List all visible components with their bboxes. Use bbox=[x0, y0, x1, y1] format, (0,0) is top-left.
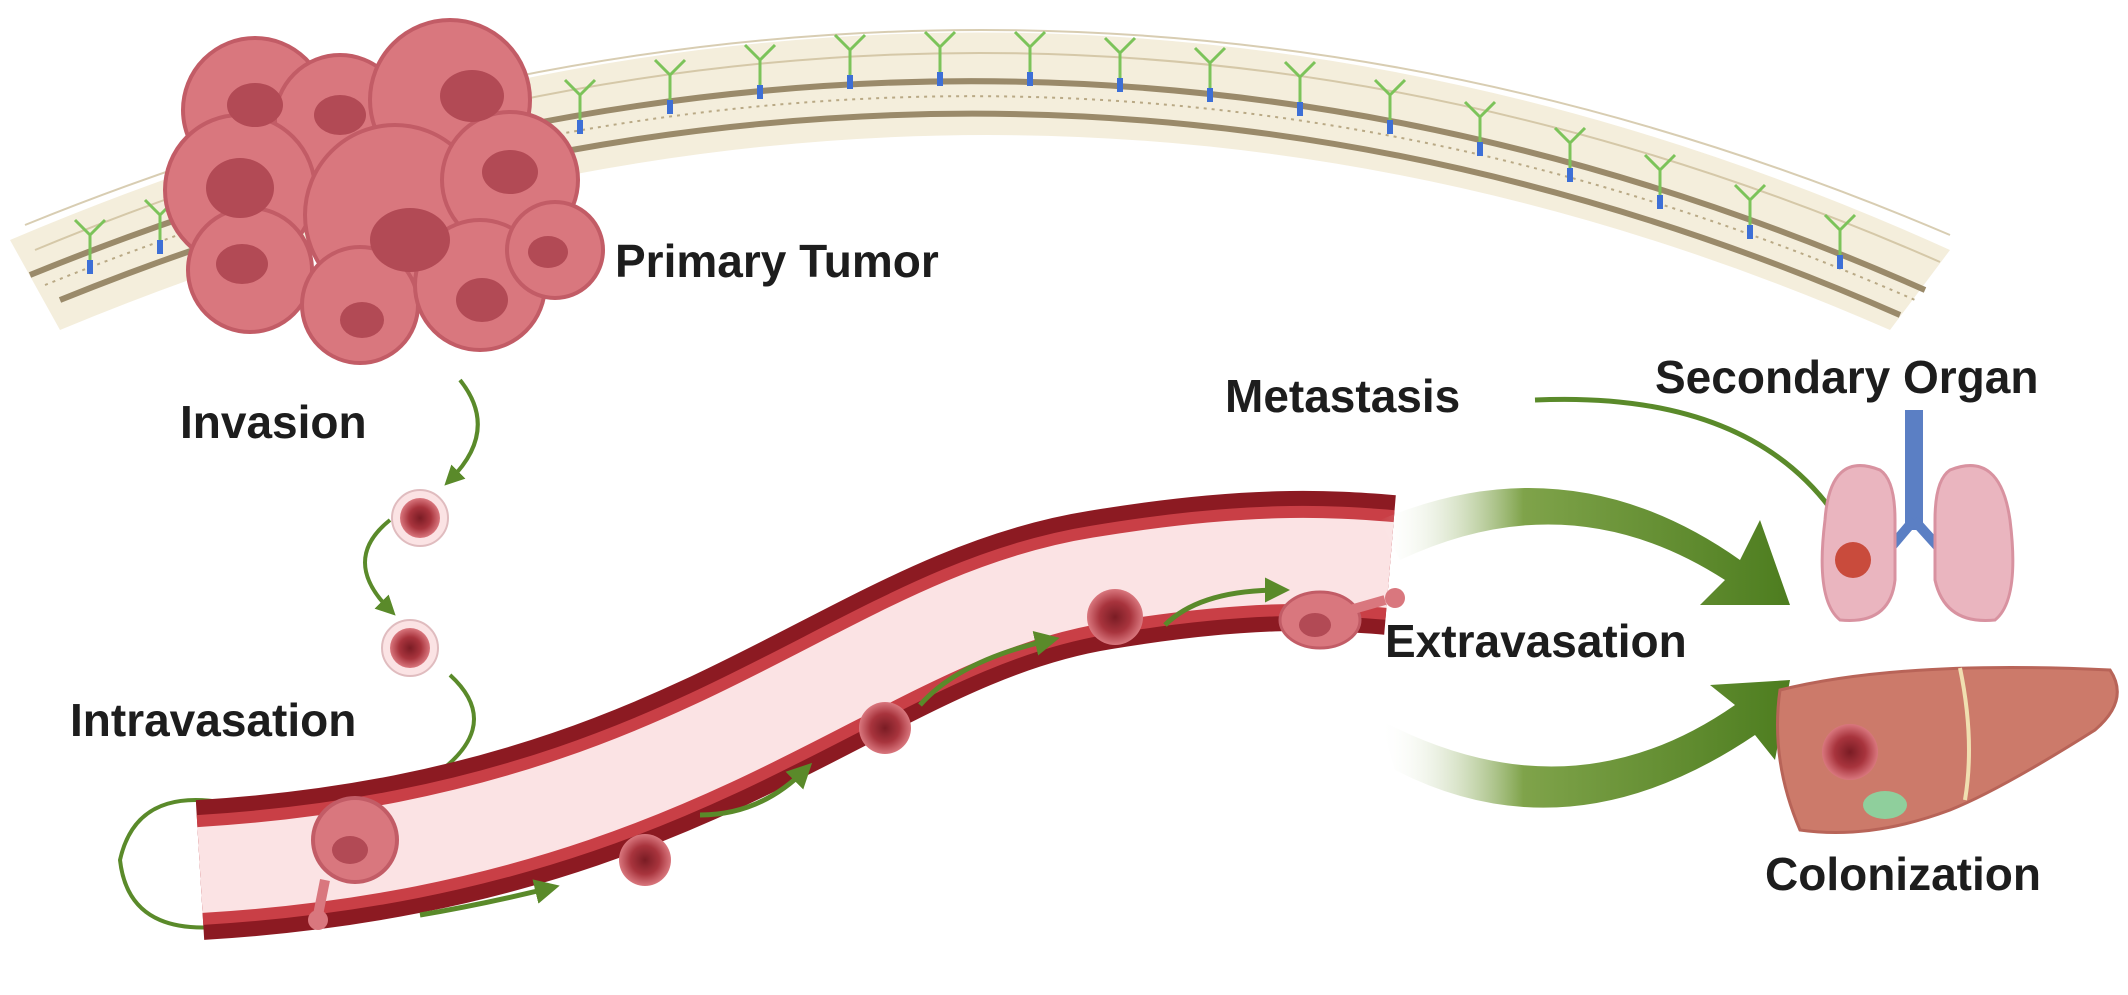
colonization-label: Colonization bbox=[1765, 848, 2041, 900]
flow-arrows bbox=[419, 577, 1290, 918]
circulating-tumor-cell-icon bbox=[619, 589, 1143, 886]
liver-icon bbox=[1776, 666, 2119, 834]
lungs-icon bbox=[1820, 410, 2015, 622]
blood-vessel-icon bbox=[195, 490, 1396, 940]
metastasis-flow-arrows bbox=[1380, 396, 1851, 808]
primary-tumor-label: Primary Tumor bbox=[615, 235, 939, 287]
circulating-tumor-cell-icon bbox=[381, 489, 449, 677]
intravasation-label: Intravasation bbox=[70, 694, 356, 746]
intravasating-cell-icon bbox=[308, 796, 399, 930]
tumor-cell-cluster-icon bbox=[163, 18, 605, 365]
invasion-label: Invasion bbox=[180, 396, 367, 448]
metastasis-label: Metastasis bbox=[1225, 370, 1460, 422]
secondary-organ-label: Secondary Organ bbox=[1655, 351, 2038, 403]
extravasating-cell-icon bbox=[1278, 588, 1405, 650]
extravasation-label: Extravasation bbox=[1385, 615, 1687, 667]
